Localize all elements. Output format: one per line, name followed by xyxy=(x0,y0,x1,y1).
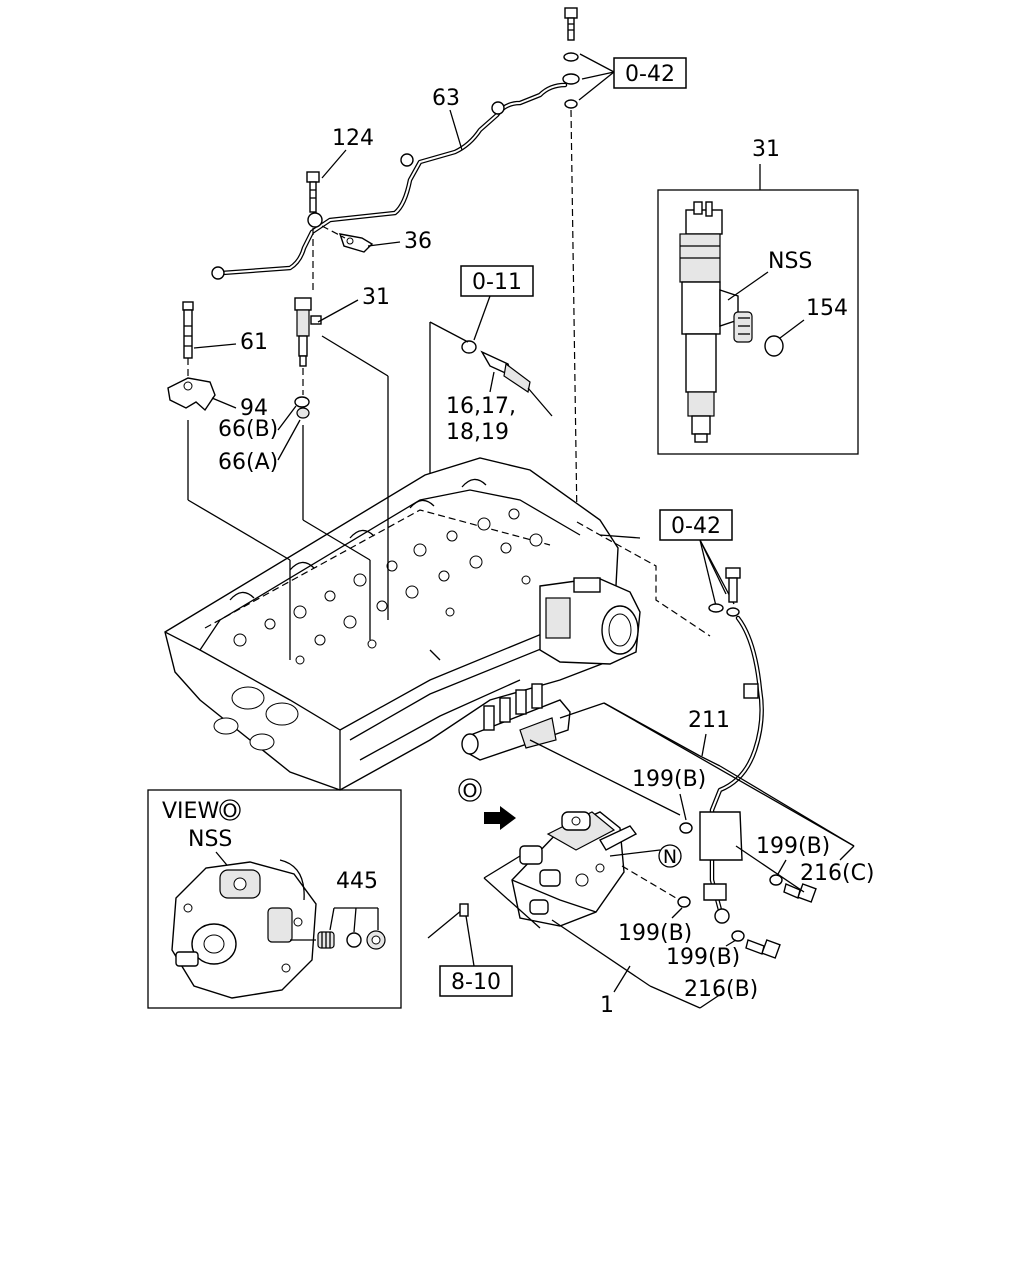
callout-216b: 216(B) xyxy=(684,977,758,1002)
ref-042-top: 0-42 xyxy=(578,53,687,101)
callout-199b-1: 199(B) xyxy=(632,767,706,792)
stud-61 xyxy=(182,301,194,378)
sensor-16-19 xyxy=(429,321,553,650)
callout-199b-3: 199(B) xyxy=(618,921,692,946)
ref-042-mid-label: 0-42 xyxy=(671,514,721,539)
supply-pump-view-o xyxy=(171,859,317,999)
washer-199b-rail xyxy=(679,822,693,834)
clamp-94 xyxy=(167,377,216,412)
callout-211: 211 xyxy=(688,708,730,733)
callout-36: 36 xyxy=(404,229,432,254)
ref-810-label: 8-10 xyxy=(451,970,501,995)
callout-16-17: 16,17, xyxy=(446,394,516,419)
ref-042-top-label: 0-42 xyxy=(625,62,675,87)
arrow-icon xyxy=(484,806,516,830)
view-marker: O xyxy=(223,800,238,822)
nss-inset: NSS xyxy=(768,249,812,274)
view-nss: NSS xyxy=(188,827,232,852)
callout-31-inset: 31 xyxy=(752,137,780,162)
injector-inset-frame xyxy=(657,189,859,455)
callout-94: 94 xyxy=(240,396,268,421)
callout-154: 154 xyxy=(806,296,848,321)
callout-199b-4: 199(B) xyxy=(666,945,740,970)
callout-61: 61 xyxy=(240,330,268,355)
ref-011-label: 0-11 xyxy=(472,270,522,295)
seal-66a xyxy=(296,407,310,419)
callout-18-19: 18,19 xyxy=(446,420,509,445)
washer-199b-lower xyxy=(731,930,745,942)
top-banjo-bolt xyxy=(562,7,580,523)
supply-pump xyxy=(511,811,638,927)
callout-445: 445 xyxy=(336,869,378,894)
bolt-124 xyxy=(306,171,320,292)
callout-216c: 216(C) xyxy=(800,861,875,886)
common-rail xyxy=(461,683,571,761)
return-pipe-211 xyxy=(699,615,764,924)
marker-n: N xyxy=(663,846,677,868)
bolt-216c xyxy=(783,883,817,903)
injector-31-large xyxy=(679,201,753,443)
ref-810: 8-10 xyxy=(427,903,513,997)
parts-445 xyxy=(317,930,386,950)
view-label: VIEW xyxy=(162,799,219,824)
callout-31-top: 31 xyxy=(362,285,390,310)
marker-o: O xyxy=(463,780,478,802)
pipe-bolt-mid xyxy=(576,521,741,637)
o-ring-154 xyxy=(764,335,784,357)
callout-1: 1 xyxy=(600,993,614,1018)
clamp-36 xyxy=(338,233,374,253)
injector-31-small xyxy=(294,297,322,395)
callout-199b-2: 199(B) xyxy=(756,834,830,859)
cylinder-head xyxy=(164,457,619,791)
callout-124: 124 xyxy=(332,126,374,151)
bolt-216b xyxy=(745,939,781,959)
fuel-pipe-63 xyxy=(211,82,568,280)
callout-66a: 66(A) xyxy=(218,450,278,475)
washer-199b-pipe xyxy=(769,874,783,886)
view-marker-circle xyxy=(219,799,241,821)
seal-66b xyxy=(294,396,310,408)
throttle-body xyxy=(539,577,641,665)
marker-n-circle xyxy=(658,844,682,868)
washer-199b-pump xyxy=(677,896,691,908)
callout-63: 63 xyxy=(432,86,460,111)
view-o-inset-frame xyxy=(147,789,402,1009)
ref-042-mid: 0-42 xyxy=(659,509,735,607)
marker-o-circle xyxy=(458,778,482,802)
callout-66b: 66(B) xyxy=(218,417,278,442)
ref-011: 0-11 xyxy=(460,265,534,341)
